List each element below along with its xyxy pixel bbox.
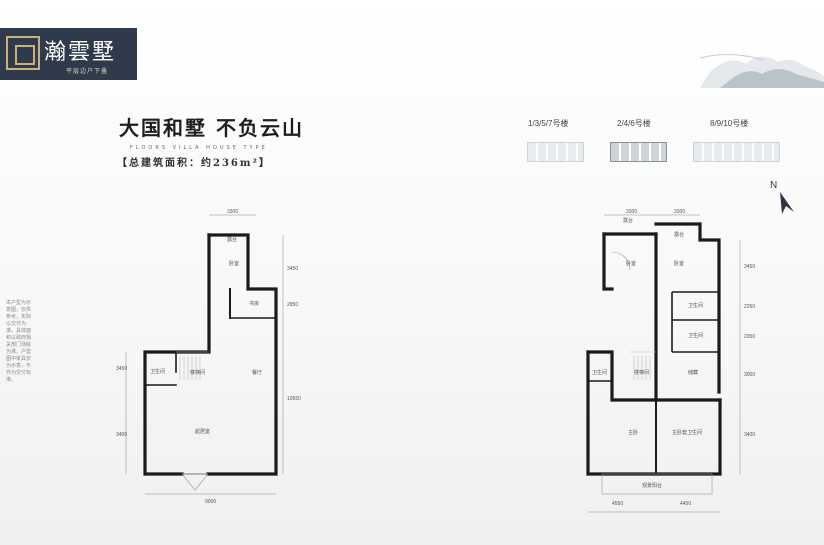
right-plan <box>586 222 722 476</box>
left-plan <box>143 233 278 476</box>
right-room-bath2: 卫生间 <box>688 332 703 339</box>
left-room-bedroom: 卧室 <box>229 260 239 267</box>
right-room-bedroom2: 卧室 <box>674 260 684 267</box>
brand-name: 瀚雲墅 <box>44 40 117 65</box>
building-thumb-2[interactable] <box>610 142 667 162</box>
left-dim-top: 3300 <box>227 209 238 215</box>
left-dim-right1: 3450 <box>287 266 298 272</box>
right-room-stair: 楼梯间 <box>634 369 649 376</box>
right-dim-right2: 2250 <box>744 304 755 310</box>
building-thumb-3[interactable] <box>693 142 780 162</box>
building-label-2: 2/4/6号楼 <box>617 119 651 128</box>
right-room-bath3: 卫生间 <box>592 369 607 376</box>
disclaimer-text: 本户型为示意图，仅供参考，实际以交付为准，具体面积以政府相关部门测绘为准。户型图… <box>6 300 32 383</box>
north-label: N <box>770 180 777 191</box>
subtitle-en: FLOORS VILLA HOUSE TYPE <box>130 145 268 151</box>
building-label-3: 8/9/10号楼 <box>710 119 749 128</box>
right-room-bedroom1: 卧室 <box>626 260 636 267</box>
right-room-terrace: 观景阳台 <box>642 482 662 489</box>
left-dim-bottom: 9000 <box>205 499 216 505</box>
left-room-balcony: 露台 <box>227 236 237 243</box>
right-dim-bottom1: 4550 <box>612 501 623 507</box>
right-dim-bottom2: 4450 <box>680 501 691 507</box>
right-dim-right1: 3450 <box>744 264 755 270</box>
right-dim-top2: 3300 <box>674 209 685 215</box>
right-dim-top1: 3300 <box>626 209 637 215</box>
building-label-1: 1/3/5/7号楼 <box>528 119 569 128</box>
brand-tagline: 平层边户下叠 <box>66 68 109 75</box>
page-title: 大国和墅 不负云山 <box>119 116 304 140</box>
left-dim-left2: 3400 <box>116 432 127 438</box>
right-room-balcony1: 露台 <box>623 217 633 224</box>
left-room-living: 起居室 <box>195 428 210 435</box>
left-room-stair: 楼梯间 <box>190 369 205 376</box>
left-dim-right3: 10650 <box>287 396 301 402</box>
right-dim-right4: 3000 <box>744 372 755 378</box>
right-room-balcony2: 露台 <box>674 231 684 238</box>
building-thumb-1[interactable] <box>527 142 584 162</box>
north-arrow-icon: N <box>770 180 794 214</box>
left-room-bath: 卫生间 <box>150 368 165 375</box>
mountain-decoration <box>700 53 824 88</box>
right-dim-right3: 2050 <box>744 334 755 340</box>
right-room-bath1: 卫生间 <box>688 302 703 309</box>
left-dim-left1: 3450 <box>116 366 127 372</box>
seal-icon <box>6 36 40 70</box>
right-room-master-suite: 主卧套卫生间 <box>672 429 702 436</box>
brand-logo: 瀚雲墅 平层边户下叠 <box>0 28 137 80</box>
right-dim-right5: 3400 <box>744 432 755 438</box>
left-room-study: 书房 <box>249 300 259 307</box>
total-area: 【总建筑面积：约236m²】 <box>117 158 271 169</box>
left-room-hall: 餐厅 <box>252 369 262 376</box>
left-dim-right2: 2850 <box>287 302 298 308</box>
right-room-closet: 储藏 <box>688 369 698 376</box>
right-room-master: 主卧 <box>628 429 638 436</box>
